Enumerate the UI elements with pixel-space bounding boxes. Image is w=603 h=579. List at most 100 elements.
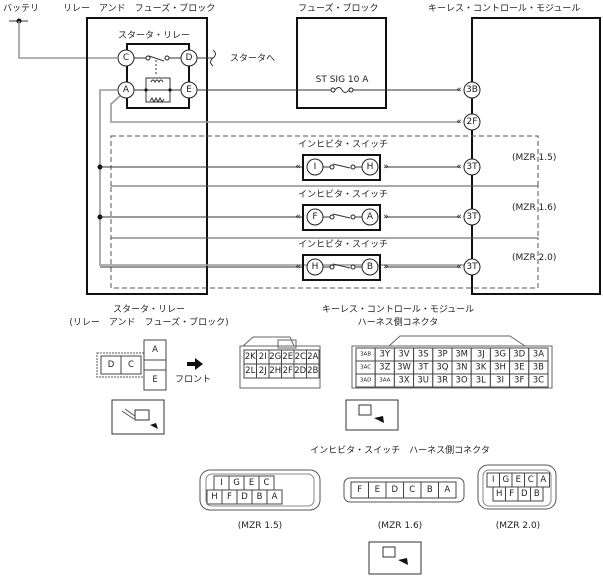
connector-cell: B (534, 489, 540, 499)
variant-label: (MZR 1.5) (512, 153, 556, 163)
connector-cell: C (409, 485, 415, 495)
connector-cell: C (528, 475, 534, 485)
svg-text:E: E (152, 375, 157, 385)
connector-cell: 2K (245, 352, 256, 362)
svg-text:«: « (295, 162, 301, 172)
kcm-pin-2f: « 2F (456, 113, 481, 131)
svg-text:«: « (295, 262, 301, 272)
relay-pin-d: D (180, 49, 198, 67)
kcm-pin-3t: «3T (456, 208, 481, 226)
starter-relay-conn-title: スタータ・リレー (113, 304, 185, 315)
connector-cell: F (509, 489, 514, 499)
fuse-block (296, 17, 387, 109)
connector-cell: B (257, 492, 263, 502)
connector-cell: 3M (455, 350, 468, 360)
kcm-pin-3b: « 3B (456, 81, 481, 99)
connector-cell: E (249, 478, 254, 488)
fuse-icon (330, 87, 354, 93)
connector-cell: G (233, 478, 240, 488)
connector-cell: 2F (283, 366, 293, 376)
connector-cell: 2H (269, 366, 281, 376)
connector-cell: F (227, 492, 232, 502)
connector-cell: E (375, 485, 380, 495)
svg-text:H: H (312, 262, 319, 272)
svg-text:«: « (456, 117, 462, 127)
fuse-block-label: フューズ・ブロック (298, 2, 379, 14)
svg-text:A: A (123, 85, 130, 95)
connector-cell: 2E (282, 352, 293, 362)
connector-cell: D (521, 489, 528, 499)
kcm-view-icon (345, 399, 399, 431)
connector-cell: 2B (307, 366, 318, 376)
inh-16-label: (MZR 1.6) (378, 521, 422, 531)
connector-cell: B (427, 485, 433, 495)
connector-cell: I (492, 475, 495, 485)
connector-cell: 3B (533, 363, 544, 373)
kcm-conn-title: キーレス・コントロール・モジュール (322, 305, 474, 315)
connector-cell: 3X (398, 376, 409, 386)
connector-cell: 3AA (379, 378, 390, 384)
svg-text:I: I (314, 162, 317, 172)
connector-cell: 2G (269, 352, 281, 362)
connector-cell: E (516, 475, 521, 485)
connector-cell: 3T (418, 363, 429, 373)
connector-cell: 3G (494, 350, 506, 360)
svg-text:«: « (456, 162, 462, 172)
svg-text:«: « (456, 262, 462, 272)
svg-text:D: D (108, 360, 115, 370)
svg-text:F: F (312, 212, 317, 222)
connector-cell: 3S (418, 350, 429, 360)
relay-switch (132, 55, 184, 76)
connector-cell: 3O (456, 376, 468, 386)
svg-text:A: A (152, 345, 158, 355)
battery-terminal (9, 18, 117, 59)
svg-text:H: H (367, 162, 374, 172)
to-starter-label: スタータへ (230, 53, 275, 64)
svg-text:«: « (456, 85, 462, 95)
kcm-box (471, 17, 601, 295)
variant-box-mzr15 (110, 135, 539, 187)
relay-pin-a: A (117, 81, 135, 99)
connector-cell: D (241, 492, 248, 502)
connector-cell: 3V (398, 350, 409, 360)
svg-text:3B: 3B (466, 85, 478, 95)
relay-fuse-block-label: リレー アンド フューズ・ブロック (63, 2, 215, 14)
relay-pin-c: C (117, 49, 135, 67)
connector-cell: 3I (496, 376, 504, 386)
connector-cell: 2I (259, 352, 267, 362)
connector-cell: 3E (514, 363, 525, 373)
connector-cell: I (220, 478, 223, 488)
relay-pin-e: E (180, 81, 198, 99)
connector-cell: 3H (494, 363, 506, 373)
variant-box-mzr20 (110, 237, 539, 289)
svg-text:2F: 2F (467, 117, 478, 127)
variant-box-mzr16 (110, 185, 539, 239)
connector-cell: D (391, 485, 398, 495)
connector-cell: 3AC (360, 365, 371, 371)
starter-relay-box (126, 43, 190, 109)
connector-cell: F (357, 485, 362, 495)
inhibitor-switch-label: インヒビタ・スイッチ (298, 189, 388, 200)
kcm-conn-subtitle: ハーネス側コネクタ (358, 316, 439, 328)
svg-text:B: B (367, 262, 373, 272)
svg-text:C: C (128, 360, 134, 370)
kcm-pin-3t: « 3T (456, 158, 481, 176)
svg-text:3T: 3T (466, 162, 478, 172)
variant-label: (MZR 1.6) (512, 203, 556, 213)
connector-cell: A (272, 492, 278, 502)
connector-cell: 3L (476, 376, 486, 386)
connector-cell: 3A (533, 350, 544, 360)
connector-cell: 3D (513, 350, 525, 360)
relay-coil (132, 77, 184, 104)
svg-text:«: « (295, 212, 301, 222)
inhibitor-switch-label: インヒビタ・スイッチ (298, 139, 388, 150)
svg-text:C: C (123, 53, 129, 63)
connector-cell: 3F (514, 376, 524, 386)
front-arrow-icon (187, 358, 203, 370)
